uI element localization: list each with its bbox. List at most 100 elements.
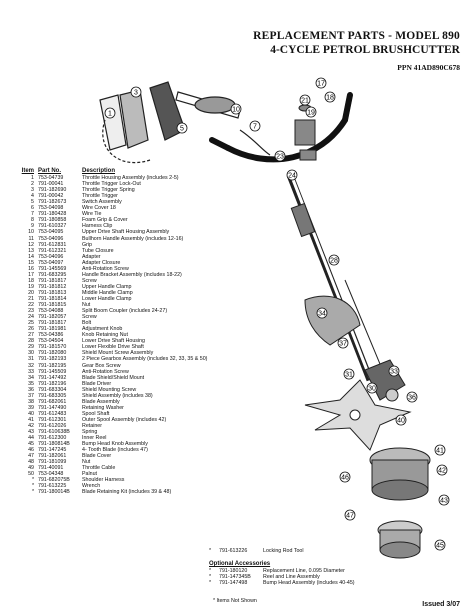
part-description: Upper Drive Shaft Housing Assembly xyxy=(82,229,170,236)
svg-text:17: 17 xyxy=(317,81,325,88)
part-description: Blade Assembly xyxy=(82,398,120,405)
part-number: 791-181817 xyxy=(38,320,67,327)
part-description: Spring xyxy=(82,429,98,436)
part-number: 791-182673 xyxy=(38,199,67,206)
part-description: 2 Piece Gearbox Assembly (includes 32, 3… xyxy=(82,356,208,363)
part-number: 753-04096 xyxy=(38,235,64,242)
part-description: Gear Box Screw xyxy=(82,362,121,369)
part-number: 791-182196 xyxy=(38,380,67,387)
part-number: 791-682075B xyxy=(38,477,70,484)
parts-list-header: Item Part No. Description xyxy=(16,168,226,174)
part-number: 791-612301 xyxy=(38,416,67,423)
item-number: 23 xyxy=(28,308,34,315)
part-description: Spool Shaft xyxy=(82,410,110,417)
part-number: 753-04095 xyxy=(38,229,64,236)
part-description: Knob Retaining Nut xyxy=(82,332,128,339)
part-number: 791-612321 xyxy=(38,247,67,254)
part-number: 791-682061 xyxy=(38,398,67,405)
part-number: 791-181570 xyxy=(38,344,67,351)
part-description: Handle Bracket Assembly (includes 18-22) xyxy=(82,271,182,278)
item-number: 1 xyxy=(31,175,34,182)
four-tooth-blade-drawing xyxy=(304,379,412,451)
part-number: 791-40091 xyxy=(38,465,64,472)
part-description: 4- Tooth Blade (includes 47) xyxy=(82,447,148,454)
item-number: 17 xyxy=(28,271,34,278)
part-number: 791-00042 xyxy=(38,193,64,200)
part-description: Shield Mount Screw Assembly xyxy=(82,350,154,357)
svg-text:19: 19 xyxy=(307,110,315,117)
svg-text:45: 45 xyxy=(436,543,444,550)
part-number: 791-145509 xyxy=(38,368,67,375)
part-number: 791-181099 xyxy=(38,459,67,466)
bullhorn-handle-drawing xyxy=(209,92,353,163)
item-number: 41 xyxy=(28,416,34,423)
part-description: Split Boom Coupler (includes 24-27) xyxy=(82,308,168,315)
item-number: 32 xyxy=(28,362,34,369)
part-description: Palnut xyxy=(82,471,98,478)
svg-text:7: 7 xyxy=(253,124,257,131)
svg-text:10: 10 xyxy=(232,107,240,114)
drive-shaft-drawing xyxy=(286,173,396,401)
svg-text:36: 36 xyxy=(408,395,416,402)
part-number: 791-180428 xyxy=(38,211,67,218)
throttle-drawing xyxy=(99,81,271,164)
item-number: 9 xyxy=(31,223,34,230)
item-number: * xyxy=(31,489,34,496)
svg-text:31: 31 xyxy=(345,372,353,379)
part-description: Foam Grip & Cover xyxy=(82,217,128,224)
part-description: Throttle Trigger Lock-Out xyxy=(82,181,141,188)
item-number: 38 xyxy=(28,398,34,405)
blade-shield-drawing xyxy=(304,295,361,346)
item-number: 20 xyxy=(28,289,34,296)
part-description: Throttle Housing Assembly (includes 2-5) xyxy=(82,175,179,182)
item-number: 2 xyxy=(31,181,34,188)
item-number: 14 xyxy=(28,253,34,260)
part-description: Shield Assembly (includes 38) xyxy=(82,392,153,399)
part-number: 791-181815 xyxy=(38,302,67,309)
item-number: 15 xyxy=(28,259,34,266)
part-description: Wire Cover 18 xyxy=(82,205,116,212)
tool-mark: * xyxy=(209,548,212,554)
part-number: 791-610327 xyxy=(38,223,67,230)
item-number: 3 xyxy=(31,187,34,194)
part-number: 791-683304 xyxy=(38,386,67,393)
part-description: Wire Tie xyxy=(82,211,102,218)
item-number: 49 xyxy=(28,465,34,472)
item-number: 16 xyxy=(28,265,34,272)
part-description: Bump Head Assembly (includes 40-45) xyxy=(263,580,355,587)
part-number: 791-180814B xyxy=(38,441,70,448)
part-number: 791-182193 xyxy=(38,356,67,363)
part-number: 791-00041 xyxy=(38,181,64,188)
item-number: 48 xyxy=(28,459,34,466)
part-number: 791-613225 xyxy=(38,483,67,490)
svg-text:47: 47 xyxy=(346,513,354,520)
svg-text:46: 46 xyxy=(341,475,349,482)
title-product: 4-CYCLE PETROL BRUSHCUTTER xyxy=(270,44,460,56)
part-number: 791-612483 xyxy=(38,410,67,417)
part-number: 753-04504 xyxy=(38,338,64,345)
item-number: 21 xyxy=(28,295,34,302)
part-number: 791-180014B xyxy=(38,489,70,496)
svg-text:40: 40 xyxy=(397,418,405,425)
part-description: Anti-Rotation Screw xyxy=(82,368,129,375)
part-description: Grip xyxy=(82,241,93,248)
